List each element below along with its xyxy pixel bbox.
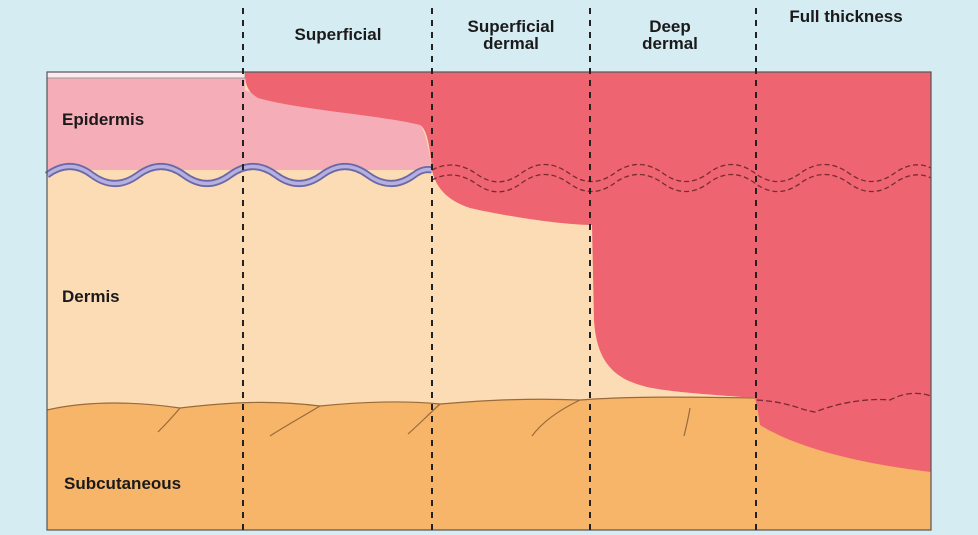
tissue-border bbox=[46, 71, 932, 531]
column-header-superficial: Superficial bbox=[294, 25, 382, 44]
column-header-deep-dermal: Deep dermal bbox=[642, 17, 698, 53]
layer-label-epidermis: Epidermis bbox=[62, 110, 145, 129]
subcutaneous-layer bbox=[47, 397, 931, 530]
column-header-superficial-dermal: Superficial dermal bbox=[467, 17, 555, 53]
destroyed-fat-outline bbox=[756, 392, 932, 413]
column-header-full-thickness: Full thickness bbox=[789, 7, 903, 26]
layer-label-subcutaneous: Subcutaneous bbox=[64, 474, 182, 493]
epidermis-layer bbox=[47, 78, 432, 170]
tissue-block bbox=[44, 71, 932, 531]
destroyed-membrane-outline bbox=[431, 163, 932, 183]
burn-injury-region bbox=[245, 72, 931, 472]
layer-label-dermis: Dermis bbox=[62, 287, 120, 306]
column-dividers bbox=[242, 8, 757, 530]
